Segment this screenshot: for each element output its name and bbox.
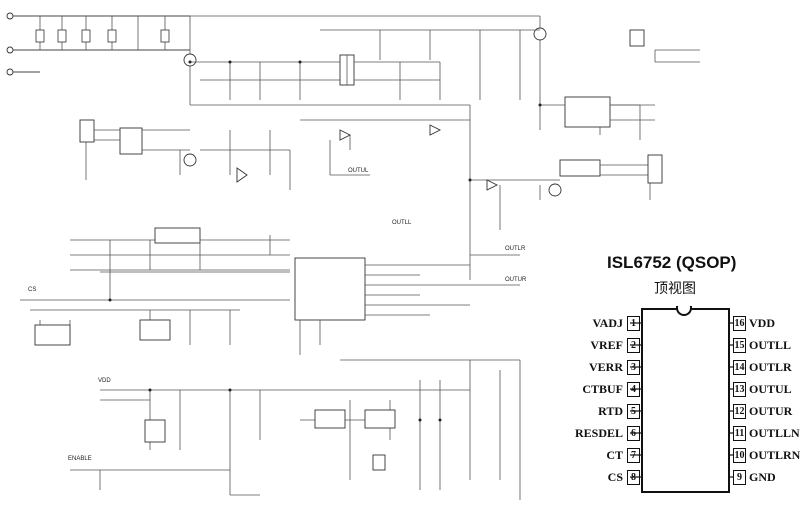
pin-number: 2: [627, 337, 640, 353]
input-rail: [6, 12, 547, 105]
pin-name: CTBUF: [582, 381, 623, 396]
pin-number: 15: [733, 337, 746, 353]
pin-number: 13: [733, 381, 746, 397]
pin-name: OUTLRN: [749, 447, 800, 462]
lower-section: [70, 359, 521, 500]
net-label-outur: OUTUR: [505, 277, 527, 283]
pin-left-2: VREF 2: [590, 337, 640, 353]
pin-left-1: VADJ 1: [593, 315, 640, 331]
pin-number: 1: [627, 315, 640, 331]
net-label-outlr: OUTLR: [505, 246, 526, 252]
pin-right-15: 15 OUTLL: [733, 337, 791, 353]
pin-right-11: 11 OUTLLN: [733, 425, 800, 441]
pin-right-9: 9 GND: [733, 469, 776, 485]
ic-top-view-label: 顶视图: [654, 281, 696, 297]
pin-number: 12: [733, 403, 746, 419]
pin-number: 14: [733, 359, 746, 375]
pin-left-6: RESDEL 6: [575, 425, 640, 441]
net-label-vdd: VDD: [98, 378, 111, 384]
pin-name: RTD: [598, 403, 623, 418]
pin-name: VDD: [749, 315, 775, 330]
pin-name: VREF: [590, 337, 623, 352]
pin-right-16: 16 VDD: [733, 315, 775, 331]
pin-number: 9: [733, 469, 746, 485]
pin-name: OUTUL: [749, 381, 792, 396]
pin-left-7: CT 7: [606, 447, 640, 463]
ic-title: ISL6752 (QSOP): [607, 253, 737, 272]
junction-dots: [108, 60, 542, 422]
net-label-outll: OUTLL: [392, 220, 412, 226]
pin-name: RESDEL: [574, 425, 623, 440]
net-label-enable: ENABLE: [68, 456, 92, 462]
pin-left-8: CS 8: [608, 469, 640, 485]
pin-number: 6: [627, 425, 640, 441]
pin-name: OUTLL: [749, 337, 792, 352]
pin-number: 8: [627, 469, 640, 485]
pin-number: 16: [733, 315, 746, 331]
pin-name: VADJ: [592, 315, 623, 330]
pin-left-3: VERR 3: [589, 359, 640, 375]
pin-name: OUTLLN: [749, 425, 800, 440]
pin-left-4: CTBUF 4: [582, 381, 640, 397]
pin-name: GND: [749, 469, 776, 484]
pin-number: 7: [627, 447, 640, 463]
pin-name: CS: [607, 469, 623, 484]
pin-number: 4: [627, 381, 640, 397]
power-stage: [190, 29, 700, 140]
pin-name: CT: [606, 447, 623, 462]
pin-right-10: 10 OUTLRN: [733, 447, 800, 463]
ic-package-body: [641, 308, 730, 493]
pin-number: 5: [627, 403, 640, 419]
ic-notch: [676, 306, 692, 316]
pin-number: 11: [733, 425, 746, 441]
pin-number: 10: [733, 447, 746, 463]
pin-right-13: 13 OUTUL: [733, 381, 792, 397]
net-label-outul: OUTUL: [348, 168, 369, 174]
pin-left-5: RTD 5: [598, 403, 640, 419]
net-label-cs: CS: [28, 287, 37, 293]
controller-section: [20, 227, 520, 355]
pin-name: OUTUR: [749, 403, 793, 418]
gate-driver: [79, 105, 663, 280]
pin-name: VERR: [588, 359, 623, 374]
pin-number: 3: [627, 359, 640, 375]
pin-right-12: 12 OUTUR: [733, 403, 792, 419]
pin-name: OUTLR: [749, 359, 792, 374]
pin-right-14: 14 OUTLR: [733, 359, 792, 375]
